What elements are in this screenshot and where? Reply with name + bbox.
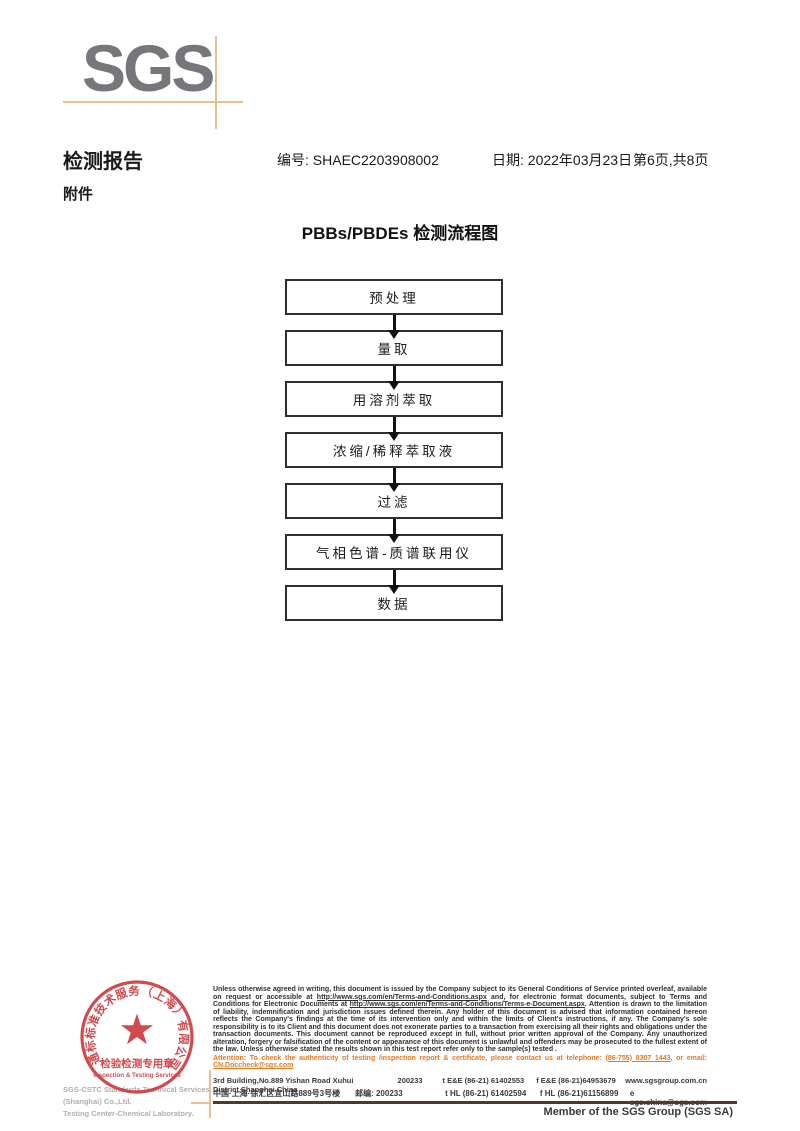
flow-step-pretreatment: 预处理 [285, 279, 503, 315]
report-date: 日期: 2022年03月23日 [492, 152, 633, 168]
logo-crosshair-horizontal [63, 101, 243, 103]
page-indicator: 第6页,共8页 [633, 152, 709, 168]
disclaimer-text: and, for electronic format documents, su… [213, 993, 708, 1009]
website: www.sgsgroup.com.cn [625, 1076, 707, 1085]
crop-mark-vertical [209, 1070, 211, 1118]
flow-step-solvent-extraction: 用溶剂萃取 [285, 381, 503, 417]
arrow-down-icon [392, 315, 396, 330]
flowchart-title: PBBs/PBDEs 检测流程图 [301, 224, 499, 243]
lab-company-line1: SGS-CSTC Standards Technical Services (S… [63, 1085, 210, 1106]
seal-ring [80, 980, 194, 1094]
flowchart: 预处理 量取 用溶剂萃取 浓缩/稀释萃取液 过滤 气相色谱-质谱联用仪 数据 [285, 279, 503, 621]
arrow-down-icon [392, 468, 396, 483]
fax-cn: f HL (86-21)61156899 [539, 1089, 619, 1098]
company-seal-stamp: 通标标准技术服务（上海）有限公司 ★ 检验检测专用章 Inspection & … [80, 980, 194, 1094]
postcode-cn: 邮编: 200233 [355, 1089, 403, 1098]
attachment-label: 附件 [63, 186, 94, 203]
address-en: 3rd Building,No.889 Yishan Road Xuhui Di… [213, 1076, 354, 1094]
report-number: 编号: SHAEC2203908002 [277, 152, 439, 168]
legal-disclaimer: Unless otherwise agreed in writing, this… [213, 986, 707, 1070]
address-cn: 中国·上海·徐汇区宜山路889号3号楼 [213, 1089, 341, 1098]
lab-company-line2: Testing Center-Chemical Laboratory. [63, 1109, 194, 1118]
attention-text: Attention: To check the authenticity of … [213, 1054, 606, 1062]
arrow-down-icon [392, 519, 396, 534]
attention-notice: Attention: To check the authenticity of … [213, 1055, 707, 1070]
footer-divider [213, 1101, 737, 1104]
fax-en: f E&E (86-21)64953679 [536, 1076, 616, 1085]
disclaimer-text: Unless otherwise agreed in writing, this… [213, 986, 707, 1001]
address-row-en: 3rd Building,No.889 Yishan Road Xuhui Di… [213, 1076, 707, 1094]
flow-step-measure: 量取 [285, 330, 503, 366]
seal-star-icon: ★ [118, 1006, 156, 1053]
telephone-cn: t HL (86-21) 61402594 [445, 1089, 527, 1098]
arrow-down-icon [392, 570, 396, 585]
flow-step-gcms: 气相色谱-质谱联用仪 [285, 534, 503, 570]
attention-text: , or email: [670, 1054, 708, 1062]
telephone-en: t E&E (86-21) 61402553 [442, 1076, 525, 1085]
report-title: 检测报告 [63, 151, 143, 173]
sgs-logo: SGS [82, 31, 215, 105]
disclaimer-text: . Attention is drawn to the limitation o… [213, 1001, 707, 1053]
terms-link: http://www.sgs.com/en/Terms-and-Conditio… [316, 993, 487, 1001]
lab-company-name: SGS-CSTC Standards Technical Services (S… [63, 1084, 233, 1120]
address-row-cn: 中国·上海·徐汇区宜山路889号3号楼 邮编: 200233 t HL (86-… [213, 1088, 707, 1107]
sgs-member-note: Member of the SGS Group (SGS SA) [543, 1106, 733, 1118]
seal-purpose-text: 检验检测专用章 [100, 1057, 174, 1070]
crop-mark-horizontal [191, 1102, 210, 1104]
logo-crosshair-vertical [215, 36, 217, 129]
email: e sgs.china@sgs.com [629, 1089, 707, 1107]
seal-purpose-text-en: Inspection & Testing Services [93, 1072, 181, 1079]
arrow-down-icon [392, 366, 396, 381]
postcode-en: 200233 [397, 1076, 423, 1085]
doccheck-email: CN.Doccheck@sgs.com [213, 1062, 294, 1069]
doccheck-phone: (86-755) 8307 1443 [605, 1054, 671, 1062]
terms-e-document-link: http://www.sgs.com/en/Terms-and-Conditio… [349, 1001, 585, 1008]
arrow-down-icon [392, 417, 396, 432]
